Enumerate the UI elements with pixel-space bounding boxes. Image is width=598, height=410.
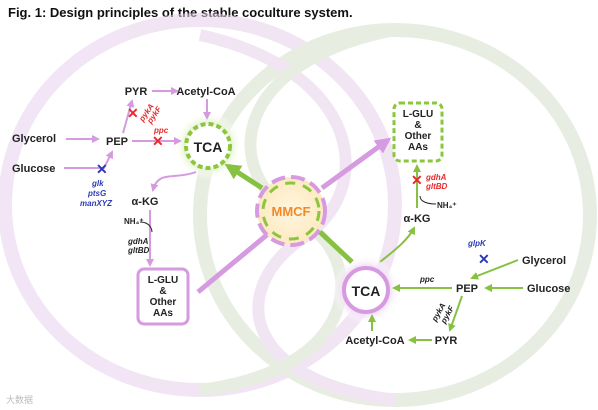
right-pyr: PYR — [435, 335, 458, 347]
right-gene-ppc: ppc — [419, 275, 435, 284]
left-gene-gltbd: gltBD — [127, 246, 150, 255]
center-label: MMCF — [272, 204, 311, 219]
arrow-to-left-tca — [224, 163, 264, 191]
right-glucose: Glucose — [527, 283, 570, 295]
arrow-from-left-box — [196, 232, 270, 294]
left-ppc-knockout-icon: ✕ — [152, 133, 164, 149]
left-pyk-knockout-icon: ✕ — [127, 105, 139, 121]
right-pep: PEP — [456, 283, 478, 295]
left-glk-knockout-icon: ✕ — [96, 161, 108, 177]
right-glpk-knockout-icon: ✕ — [478, 251, 490, 267]
arrow-to-right-box — [320, 137, 392, 191]
right-amino-acid-box — [392, 101, 444, 163]
left-gene-ppc: ppc — [153, 126, 169, 135]
left-tca-ring — [184, 122, 232, 170]
center-ring-pink — [255, 175, 327, 247]
cell-outlines — [0, 13, 597, 407]
right-box-line-1: L-GLU — [403, 109, 434, 120]
right-box-line-3: Other — [405, 131, 432, 142]
right-tca: TCA — [352, 283, 381, 299]
left-acetyl-coa: Acetyl-CoA — [176, 86, 235, 98]
right-tca-ring — [342, 266, 390, 314]
right-glycerol: Glycerol — [522, 255, 566, 267]
center-ring-green — [261, 181, 321, 241]
center-hub: MMCF — [196, 137, 392, 294]
left-nh4: NH₄⁺ — [124, 217, 144, 226]
right-strain: L-GLU & Other AAs ✕ gdhA gltBD NH₄⁺ α-KG… — [332, 101, 570, 347]
left-box-line-4: AAs — [153, 308, 173, 319]
left-box-line-2: & — [159, 286, 166, 297]
left-gene-gdha: gdhA — [127, 237, 149, 246]
left-glucose: Glucose — [12, 163, 55, 175]
left-box-line-3: Other — [150, 297, 177, 308]
right-box-line-2: & — [414, 120, 421, 131]
left-tca: TCA — [194, 139, 223, 155]
left-pyr: PYR — [125, 86, 148, 98]
left-strain: TCA PYR Acetyl-CoA Glycerol PEP Glucose … — [12, 86, 242, 326]
left-box-line-1: L-GLU — [148, 275, 179, 286]
right-gene-glpk: glpK — [467, 239, 487, 248]
right-gene-gltbd: gltBD — [425, 182, 448, 191]
watermark: 大数据 — [6, 395, 34, 405]
left-gene-glk: glk — [91, 179, 104, 188]
left-amino-acid-box — [136, 267, 190, 326]
left-akg: α-KG — [132, 196, 159, 208]
right-akg: α-KG — [404, 213, 431, 225]
left-glycerol: Glycerol — [12, 133, 56, 145]
right-acetyl-coa: Acetyl-CoA — [345, 335, 404, 347]
figure-title: Fig. 1: Design principles of the stable … — [8, 5, 353, 20]
left-gene-ptsg: ptsG — [87, 189, 106, 198]
left-pep: PEP — [106, 136, 128, 148]
right-nh4: NH₄⁺ — [437, 201, 457, 210]
left-gene-manxyz: manXYZ — [80, 199, 113, 208]
right-box-line-4: AAs — [408, 142, 428, 153]
right-gdh-knockout-icon: ✕ — [411, 172, 423, 188]
arrow-from-right-tca — [318, 230, 354, 264]
right-gene-gdha: gdhA — [425, 173, 447, 182]
